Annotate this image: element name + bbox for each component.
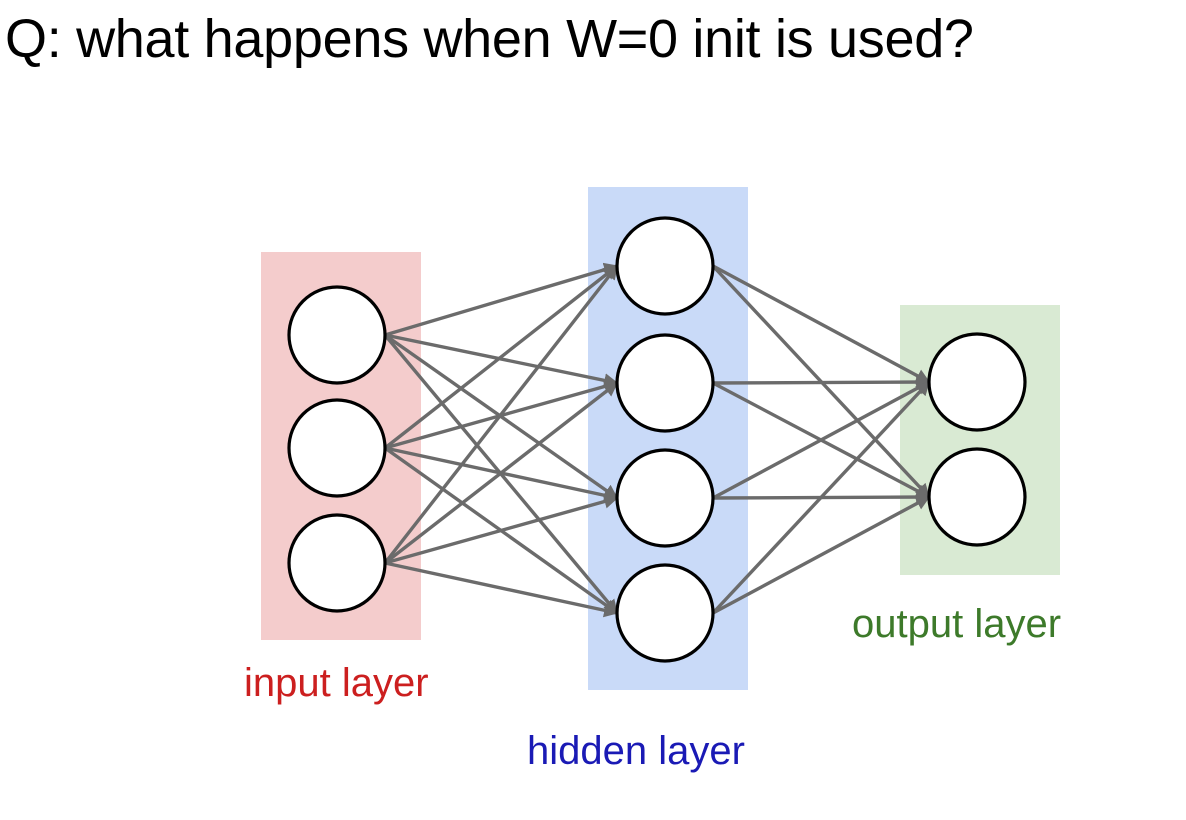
edge-input3-to-hidden4 xyxy=(384,561,619,618)
edge-input3-to-hidden3 xyxy=(384,494,619,565)
edge-input1-to-hidden1 xyxy=(384,262,619,337)
edge-input3-to-hidden1 xyxy=(383,264,619,565)
output-node-2 xyxy=(927,447,1027,547)
question-title: Q: what happens when W=0 init is used? xyxy=(5,9,974,69)
edge-hidden1-to-output1 xyxy=(712,264,931,384)
edge-hidden4-to-output1 xyxy=(711,380,931,615)
edge-hidden2-to-output1 xyxy=(712,374,931,390)
output-node-1 xyxy=(927,332,1027,432)
edge-input3-to-hidden2 xyxy=(383,381,619,565)
input-node-1 xyxy=(287,285,387,385)
edge-hidden3-to-output1 xyxy=(712,380,931,500)
hidden-node-1 xyxy=(615,216,715,316)
hidden-node-4 xyxy=(615,563,715,663)
hidden-layer-label: hidden layer xyxy=(527,729,745,773)
input-node-3 xyxy=(287,513,387,613)
edge-input2-to-hidden1 xyxy=(383,264,619,450)
output-layer-label: output layer xyxy=(852,602,1062,646)
input-node-2 xyxy=(287,398,387,498)
input-layer-label: input layer xyxy=(244,661,429,705)
hidden-node-3 xyxy=(615,448,715,548)
edge-hidden4-to-output2 xyxy=(712,495,931,615)
hidden-node-2 xyxy=(615,333,715,433)
